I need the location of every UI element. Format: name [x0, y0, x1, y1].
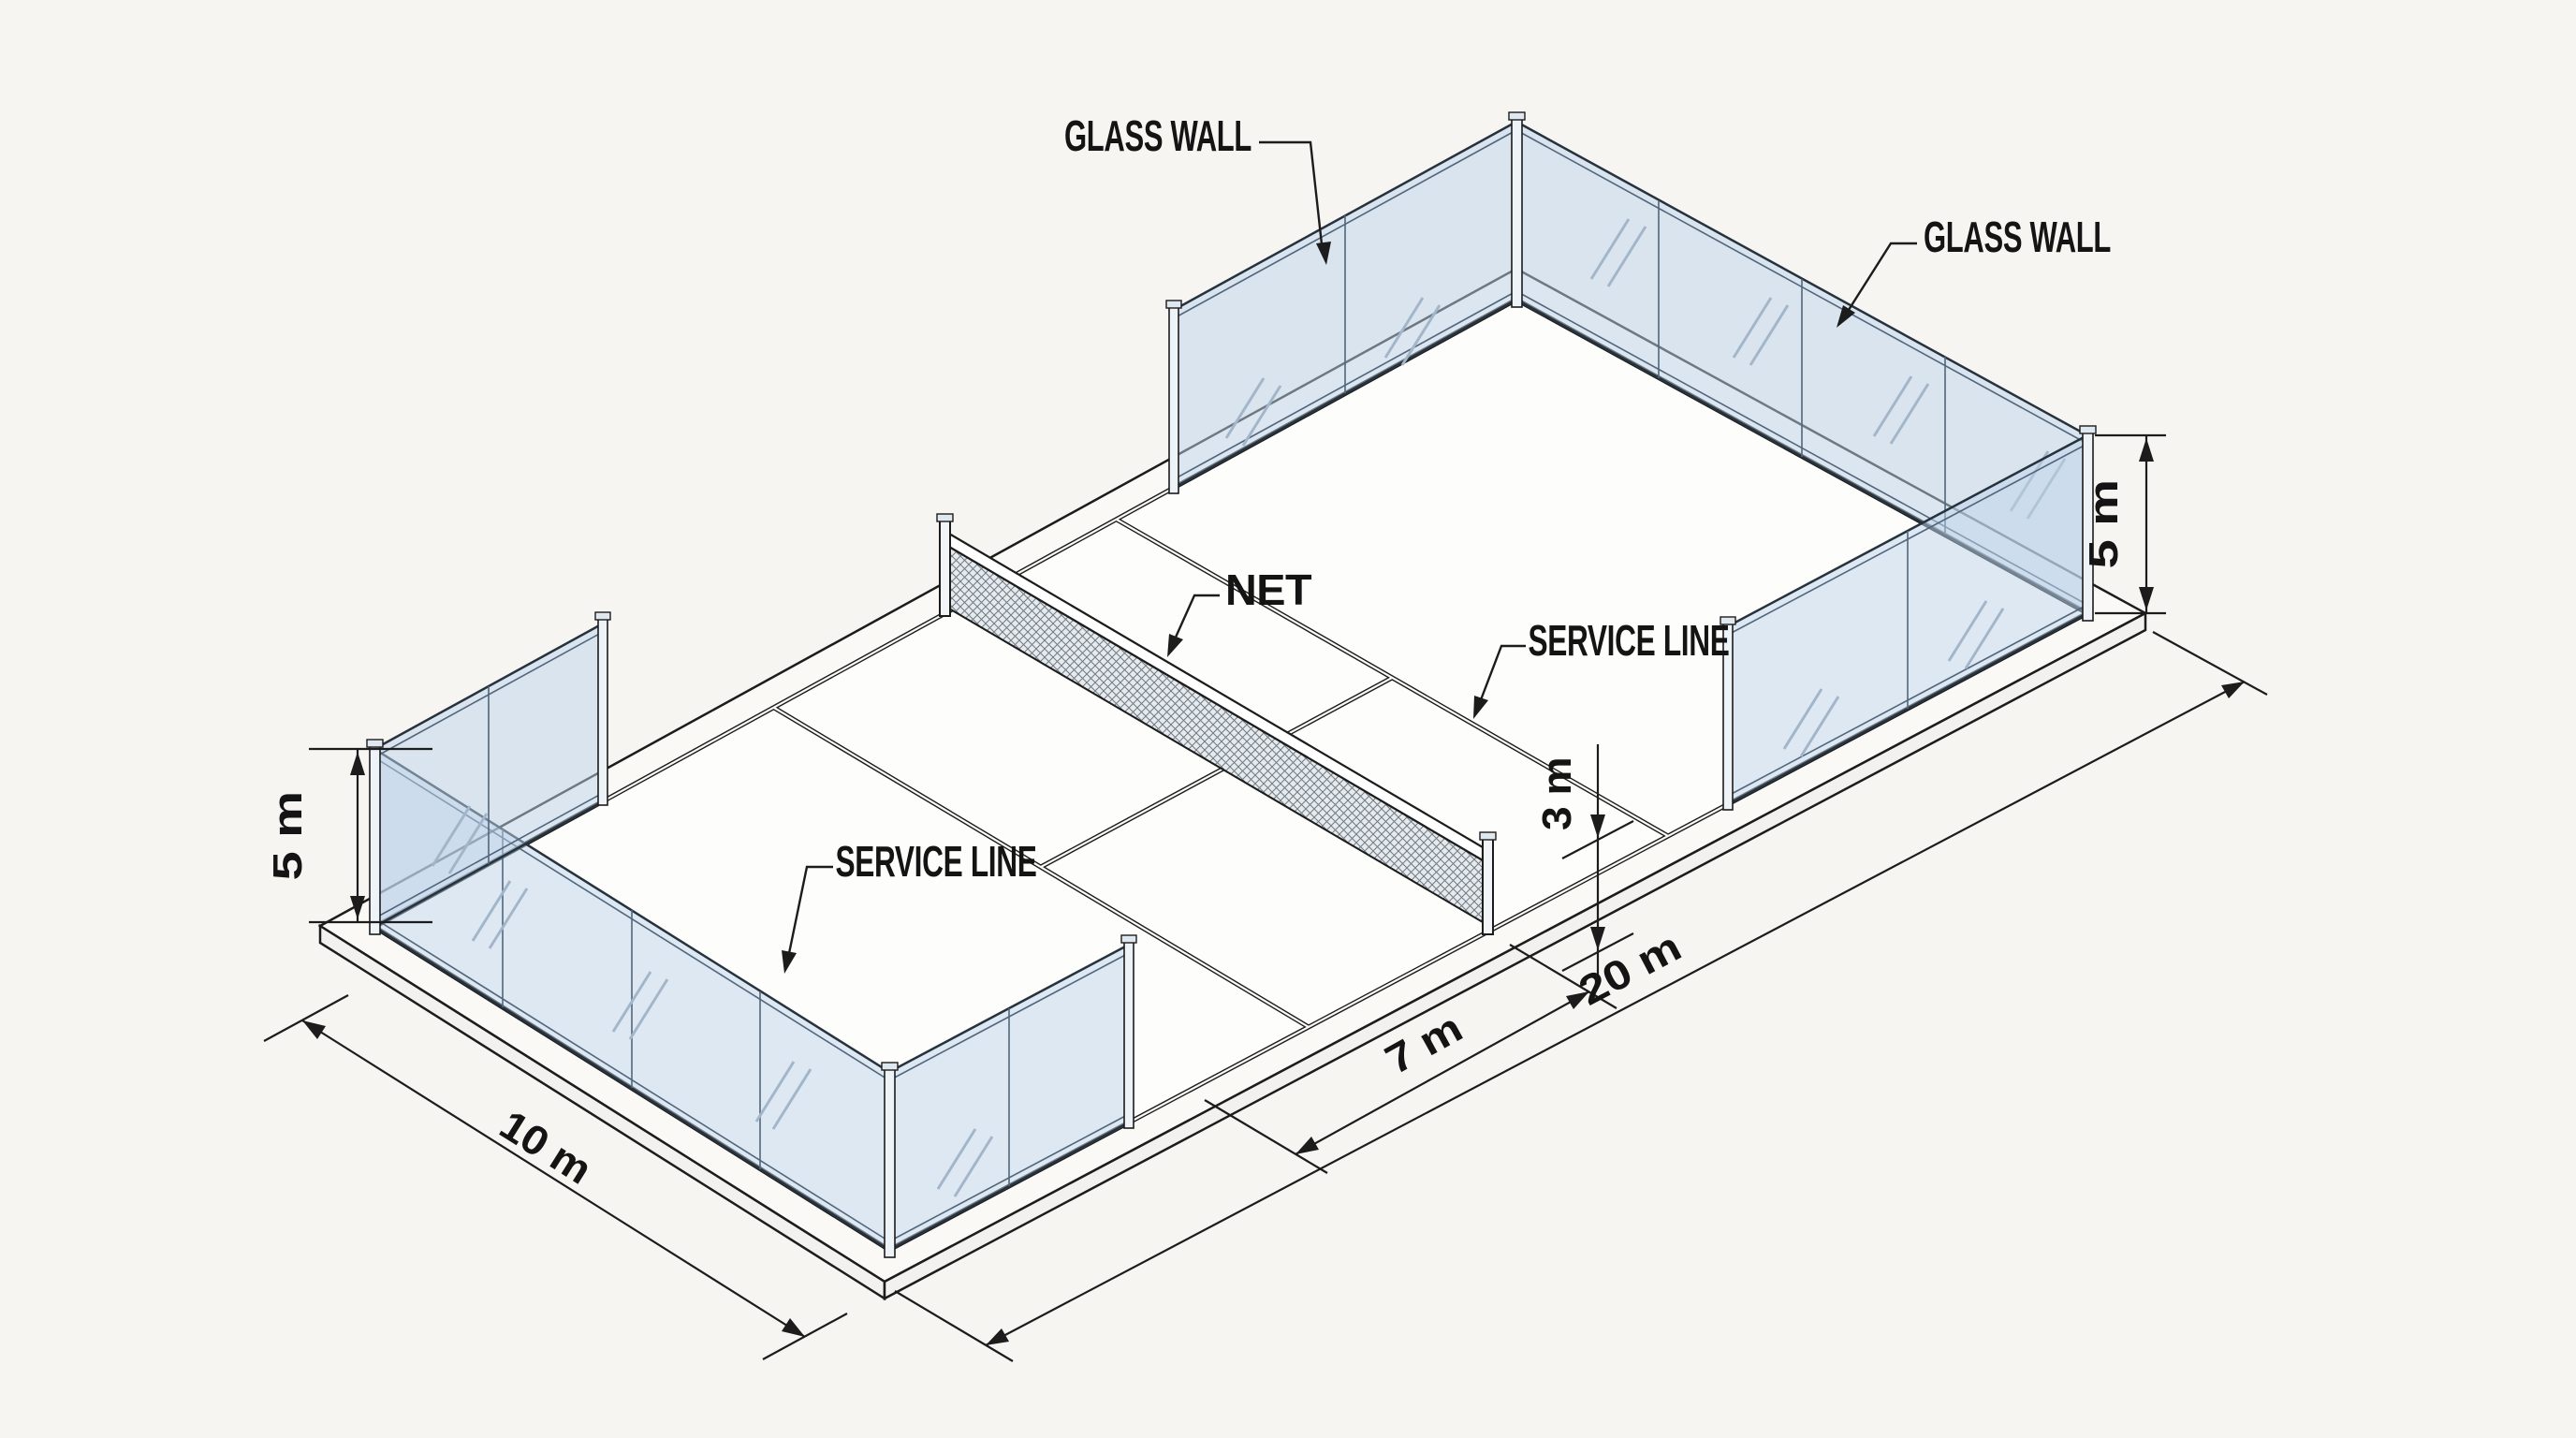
post-cap — [881, 1062, 899, 1071]
glass-shine-marks — [1782, 600, 2005, 757]
corner-post — [1511, 117, 1523, 308]
glass-shine-marks — [1224, 297, 1442, 447]
leader-arrowhead-icon — [1167, 634, 1183, 657]
glass-wall-far-side-back — [1165, 119, 1518, 494]
wall-end-post — [597, 617, 608, 806]
dimensions — [263, 433, 2268, 1362]
glass-wall-near-side-back — [366, 611, 611, 935]
service-line-core — [1116, 519, 1669, 837]
dimension-court-width — [263, 994, 848, 1360]
glass-wall-top-label: GLASS WALL — [1064, 111, 1251, 160]
post-cap — [366, 739, 384, 748]
arrowhead-icon — [1295, 1137, 1319, 1154]
glass-walls-near — [366, 611, 1137, 1258]
net-to-service-label: 3 m — [1534, 757, 1580, 830]
leader-line — [1259, 140, 1325, 254]
leader-line — [1168, 594, 1220, 651]
dimension-lines — [309, 747, 432, 924]
post-cap — [1165, 300, 1182, 309]
arrowhead-down-icon — [350, 896, 365, 919]
wall-end-post — [1123, 940, 1134, 1129]
leader-line — [1840, 242, 1917, 321]
leader-arrowhead-icon — [1473, 696, 1488, 719]
arrowhead-icon — [302, 1020, 326, 1039]
service-line-left-label: SERVICE LINE — [836, 837, 1037, 886]
leader-arrowhead-icon — [1316, 242, 1331, 265]
label-service-line-left — [782, 865, 833, 974]
wall-end-post — [1168, 305, 1179, 494]
post-cap — [594, 611, 611, 621]
center-service-line-core — [1040, 677, 1393, 868]
arrowhead-up-icon — [350, 752, 365, 775]
arrowhead-icon — [2221, 682, 2245, 698]
dimension-lines — [2095, 433, 2166, 615]
arrowhead-down-icon — [1590, 927, 1605, 950]
dimension-wall-height-right — [2095, 433, 2166, 615]
corner-post — [369, 744, 381, 935]
dimension-wall-height-left — [309, 747, 432, 924]
post-cap — [1508, 111, 1526, 121]
glass-wall-near-end — [373, 746, 891, 1253]
dimension-lines — [894, 631, 2268, 1362]
arrowhead-icon — [782, 1318, 805, 1337]
glass-shine-marks — [471, 880, 812, 1130]
net — [936, 513, 1497, 935]
dimension-court-length — [894, 631, 2268, 1362]
leader-arrowhead-icon — [1837, 305, 1855, 328]
glass-frame-lines — [1727, 443, 2088, 797]
glass-frame-lines — [888, 952, 1130, 1242]
label-glass-wall-right — [1837, 242, 1917, 328]
dimension-lines — [263, 994, 848, 1360]
net-post-right — [1482, 838, 1494, 935]
net-post-cap — [936, 513, 954, 522]
glass-walls-far — [1165, 111, 2097, 811]
plinth-face-right — [883, 610, 2147, 1301]
post-cap — [1720, 616, 1736, 625]
label-net — [1167, 594, 1220, 657]
net-post-left — [939, 520, 951, 617]
arrowhead-icon — [1566, 991, 1589, 1009]
label-service-line-right — [1473, 644, 1526, 719]
service-line-right-label: SERVICE LINE — [1529, 616, 1730, 665]
leader-line — [1475, 644, 1526, 711]
wall-height-right-label: 5 m — [2081, 480, 2127, 569]
callouts — [782, 140, 1917, 974]
glass-frame-lines — [1173, 129, 1517, 480]
arrowhead-down-icon — [2139, 587, 2154, 610]
glass-frame-lines — [373, 756, 890, 1242]
corner-post — [884, 1067, 896, 1258]
glass-wall-far-side-front — [1720, 425, 2097, 811]
wall-height-left-label: 5 m — [265, 792, 311, 881]
glass-wall-near-side-front — [881, 934, 1137, 1258]
dimension-service-distance — [1204, 944, 1617, 1174]
glass-frame-lines — [1515, 129, 2088, 606]
arrowhead-up-icon — [2139, 438, 2154, 462]
net-post-cap — [1479, 831, 1497, 841]
dimension-lines — [1204, 944, 1617, 1174]
glass-shine-marks — [936, 1128, 994, 1197]
post-cap — [1120, 934, 1137, 944]
leader-line — [785, 865, 833, 963]
net-label: NET — [1225, 565, 1311, 614]
leader-arrowhead-icon — [782, 950, 797, 974]
post-cap — [2079, 425, 2097, 434]
glass-wall-right-label: GLASS WALL — [1924, 213, 2111, 261]
dimension-net-to-service — [1561, 744, 1634, 978]
glass-frame-lines — [373, 631, 604, 919]
glass-shine-marks — [431, 805, 489, 874]
callout-texts: GLASS WALL GLASS WALL NET SERVICE LINE S… — [836, 111, 2112, 886]
label-glass-wall-top — [1259, 140, 1331, 265]
glass-wall-far-end — [1508, 111, 2089, 616]
arrowhead-down-icon — [1590, 814, 1605, 838]
arrowhead-icon — [986, 1328, 1009, 1345]
